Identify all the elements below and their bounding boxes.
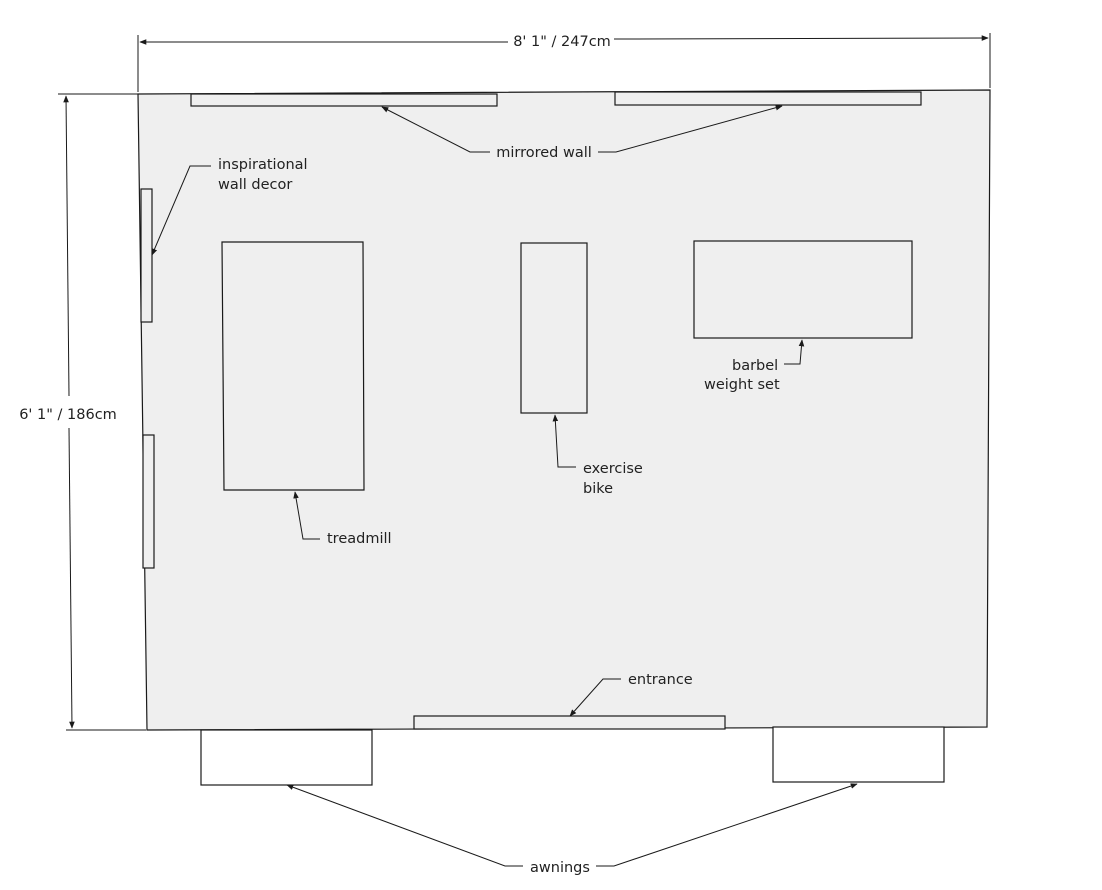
treadmill-label: treadmill [327, 531, 392, 547]
entrance-callout: entrance [569, 672, 693, 717]
width-label: 8' 1" / 247cm [513, 34, 611, 50]
exercise-bike-callout: exercise bike [552, 414, 643, 497]
awning-left [200, 729, 373, 786]
wall-decor-label-line2: wall decor [218, 177, 292, 193]
treadmill-callout: treadmill [293, 491, 392, 547]
mirrored-wall-callout: mirrored wall [381, 104, 783, 161]
wall-decor-lower [142, 434, 155, 569]
exercise-bike-label-line2: bike [583, 481, 613, 497]
exercise-bike [520, 242, 588, 414]
mirrored-wall-right [614, 91, 922, 106]
mirrored-wall-left [190, 93, 498, 107]
awnings-callout: awnings [286, 783, 858, 876]
wall-decor-label-line1: inspirational [218, 157, 308, 173]
exercise-bike-label-line1: exercise [583, 461, 643, 477]
wall-decor-upper [140, 188, 153, 323]
barbell-label-line1: barbel [732, 358, 778, 374]
treadmill [221, 241, 365, 491]
barbell-callout: barbel weight set [704, 339, 805, 393]
awning-right [772, 726, 945, 783]
width-dimension: 8' 1" / 247cm [137, 33, 991, 92]
entrance-label: entrance [628, 672, 693, 688]
wall-decor-callout: inspirational wall decor [151, 157, 308, 256]
entrance-door [413, 715, 726, 730]
height-label: 6' 1" / 186cm [19, 407, 117, 423]
mirrored-wall-label: mirrored wall [496, 145, 592, 161]
barbell-label-line2: weight set [704, 377, 780, 393]
height-dimension: 6' 1" / 186cm [19, 93, 146, 731]
barbell-weight-set [693, 240, 913, 339]
awnings-label: awnings [530, 860, 590, 876]
